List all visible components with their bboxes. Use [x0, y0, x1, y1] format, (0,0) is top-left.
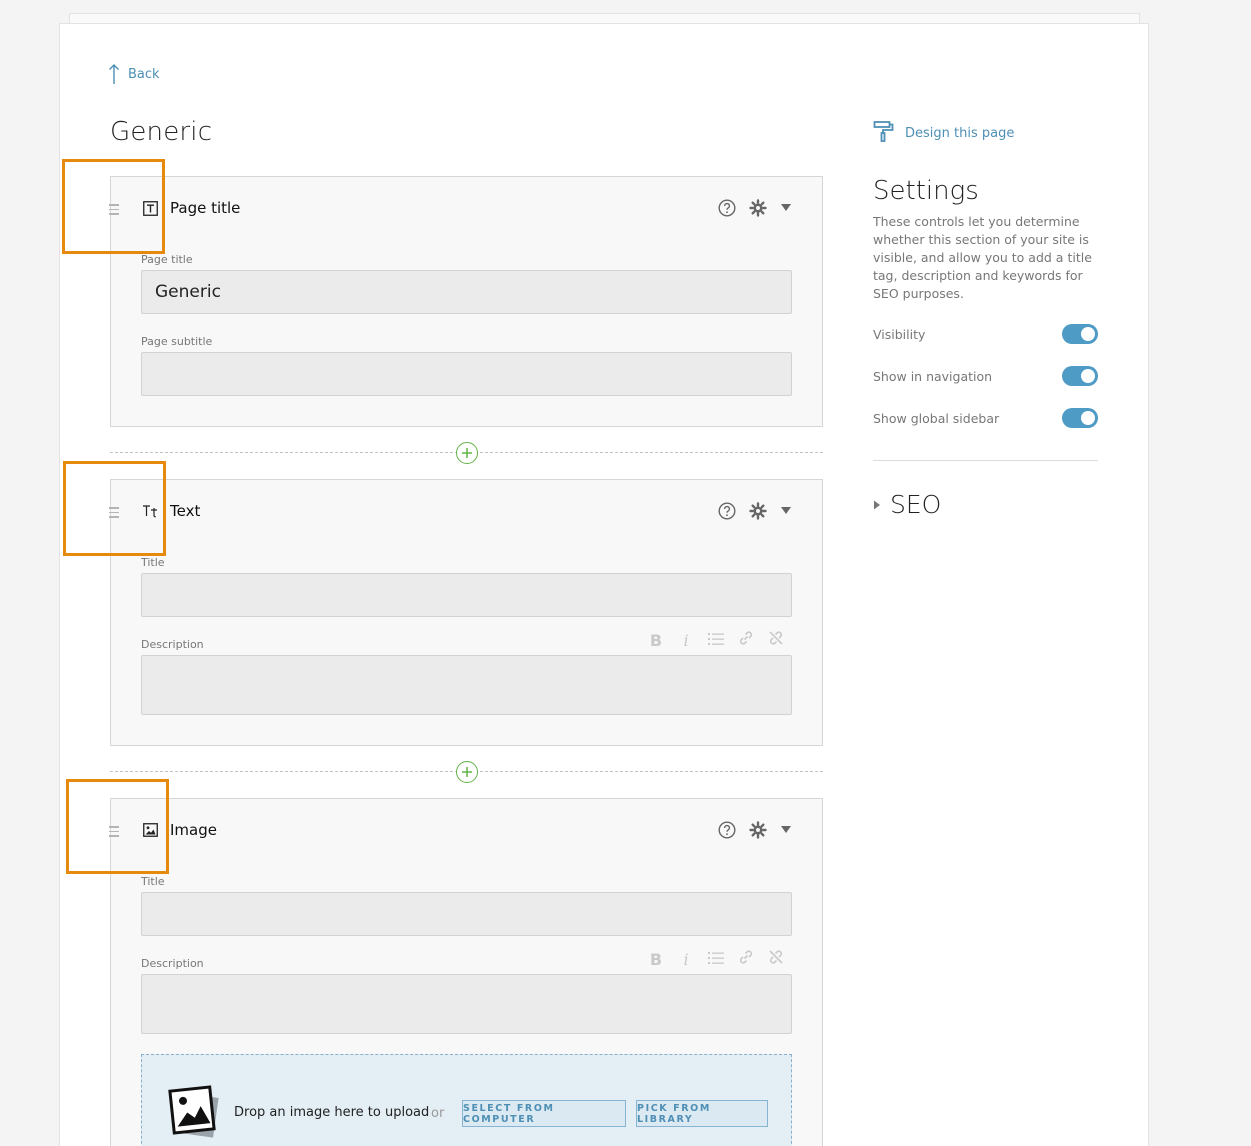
description-editor[interactable] — [141, 655, 792, 715]
dropzone-or: or — [431, 1106, 445, 1121]
add-section-button[interactable] — [456, 442, 478, 464]
section-title: Image — [170, 821, 217, 839]
section-text: Text Title Description B i — [109, 479, 823, 746]
chevron-down-icon[interactable] — [780, 203, 792, 213]
image-upload-icon — [168, 1085, 222, 1145]
chevron-down-icon[interactable] — [780, 506, 792, 516]
show-in-navigation-toggle[interactable] — [1062, 366, 1098, 386]
help-icon[interactable] — [718, 199, 736, 217]
seo-section-toggle[interactable]: SEO — [873, 490, 941, 519]
field-label: Title — [141, 875, 165, 888]
settings-divider — [873, 460, 1098, 461]
text-box-icon — [142, 200, 158, 216]
section-controls — [718, 502, 792, 520]
section-image: Image Title Description B i — [109, 798, 823, 1146]
section-title: Text — [170, 502, 201, 520]
settings-heading: Settings — [873, 176, 979, 206]
typography-icon — [142, 503, 158, 519]
bold-icon[interactable]: B — [649, 949, 663, 969]
setting-label: Visibility — [873, 326, 926, 342]
setting-show-global-sidebar: Show global sidebar — [873, 408, 1098, 428]
gear-icon[interactable] — [749, 502, 767, 520]
image-dropzone[interactable]: Drop an image here to upload or SELECT F… — [141, 1054, 792, 1146]
settings-description: These controls let you determine whether… — [873, 214, 1092, 301]
italic-icon[interactable]: i — [683, 630, 689, 650]
description-editor[interactable] — [141, 974, 792, 1034]
field-label: Page title — [141, 253, 193, 266]
visibility-toggle[interactable] — [1062, 324, 1098, 344]
section-page-title: Page title Page title Generic Page subti… — [109, 176, 823, 427]
add-section-button[interactable] — [456, 761, 478, 783]
setting-visibility: Visibility — [873, 324, 1098, 344]
page-title-input[interactable]: Generic — [141, 270, 792, 314]
bold-icon[interactable]: B — [649, 630, 663, 650]
section-controls — [718, 821, 792, 839]
highlight-box — [63, 461, 166, 556]
drag-handle-icon[interactable] — [109, 204, 121, 215]
rich-text-toolbar: B i — [648, 630, 784, 650]
paint-roller-icon — [873, 120, 895, 146]
title-input[interactable] — [141, 573, 792, 617]
seo-label: SEO — [890, 490, 942, 519]
link-icon[interactable] — [738, 949, 754, 969]
gear-icon[interactable] — [749, 199, 767, 217]
highlight-box — [62, 159, 165, 254]
back-label: Back — [128, 66, 160, 82]
unlink-icon[interactable] — [768, 949, 784, 969]
highlight-box — [66, 779, 169, 874]
link-icon[interactable] — [738, 630, 754, 650]
title-input[interactable] — [141, 892, 792, 936]
caret-right-icon — [873, 495, 881, 514]
drag-handle-icon[interactable] — [109, 507, 121, 518]
section-controls — [718, 199, 792, 217]
back-link[interactable]: Back — [108, 63, 160, 85]
section-title: Page title — [170, 199, 241, 217]
list-icon[interactable] — [708, 631, 724, 650]
arrow-up-icon — [108, 63, 120, 85]
setting-show-in-navigation: Show in navigation — [873, 366, 1098, 386]
italic-icon[interactable]: i — [683, 949, 689, 969]
field-label: Title — [141, 556, 165, 569]
dropzone-text: Drop an image here to upload — [234, 1105, 430, 1120]
drag-handle-icon[interactable] — [109, 826, 121, 837]
rich-text-toolbar: B i — [648, 949, 784, 969]
plus-icon — [462, 448, 472, 458]
help-icon[interactable] — [718, 821, 736, 839]
field-label: Page subtitle — [141, 335, 213, 348]
gear-icon[interactable] — [749, 821, 767, 839]
plus-icon — [462, 767, 472, 777]
unlink-icon[interactable] — [768, 630, 784, 650]
page-title: Generic — [110, 117, 213, 147]
top-strip — [69, 13, 1140, 25]
design-page-link[interactable]: Design this page — [873, 120, 1014, 146]
help-icon[interactable] — [718, 502, 736, 520]
setting-label: Show global sidebar — [873, 410, 1000, 426]
page-subtitle-input[interactable] — [141, 352, 792, 396]
setting-label: Show in navigation — [873, 368, 993, 384]
image-icon — [142, 822, 158, 838]
show-global-sidebar-toggle[interactable] — [1062, 408, 1098, 428]
chevron-down-icon[interactable] — [780, 825, 792, 835]
select-from-computer-button[interactable]: SELECT FROM COMPUTER — [462, 1100, 626, 1127]
design-link-label: Design this page — [905, 125, 1015, 141]
field-label: Description — [141, 957, 204, 970]
pick-from-library-button[interactable]: PICK FROM LIBRARY — [636, 1100, 768, 1127]
field-label: Description — [141, 638, 204, 651]
list-icon[interactable] — [708, 950, 724, 969]
